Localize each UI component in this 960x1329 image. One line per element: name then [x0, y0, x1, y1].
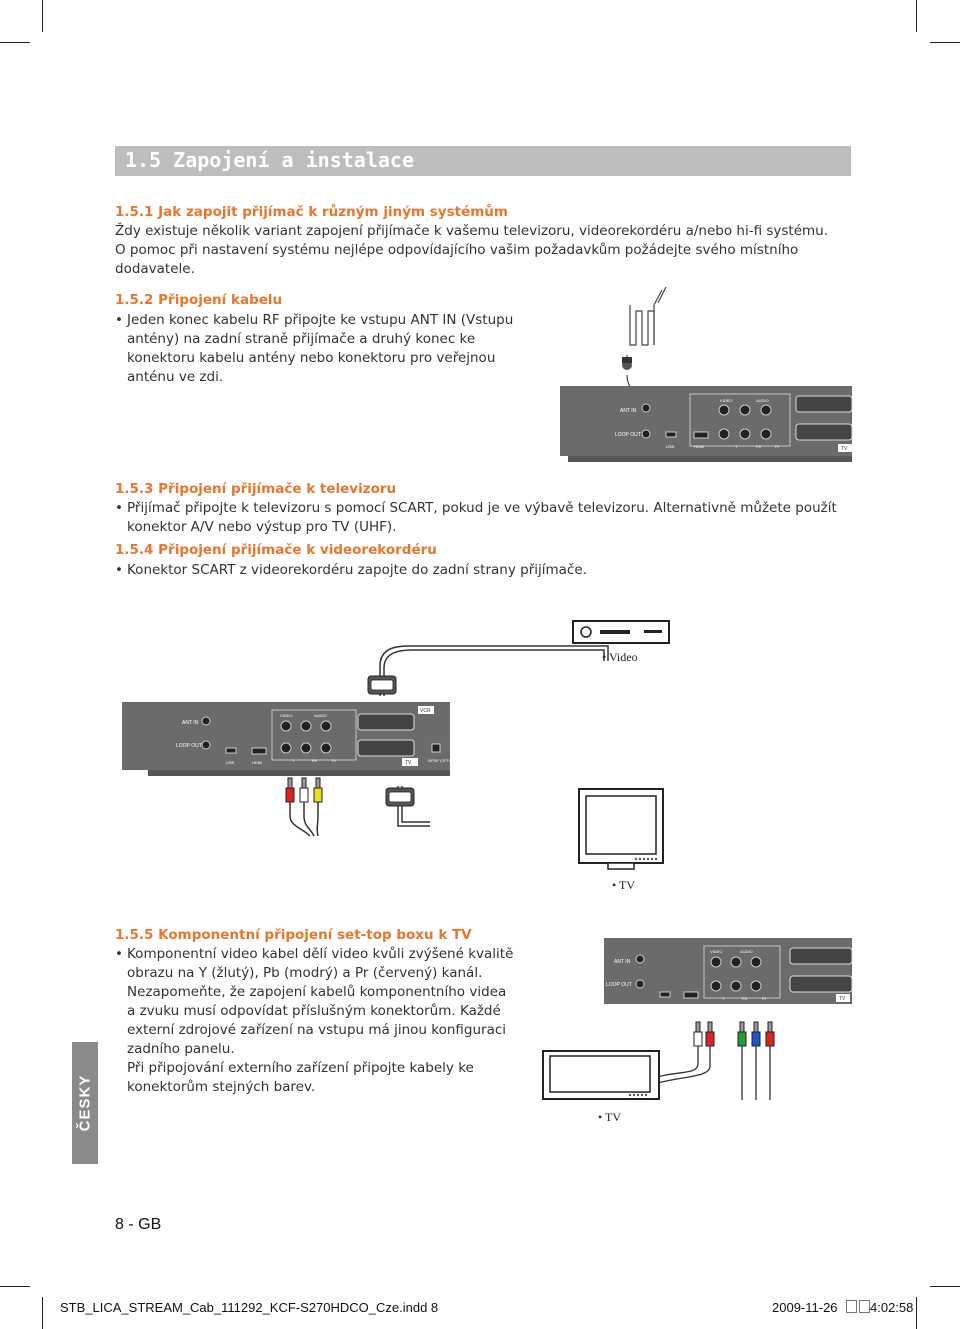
heading-1-5-1: 1.5.1 Jak zapojit přijímač k různým jiný… — [115, 204, 508, 220]
scart-cable-diagram — [367, 645, 609, 827]
bullet-text: Přijímač připojte k televizoru s pomocí … — [127, 500, 837, 516]
pr-label: Pr — [332, 758, 337, 763]
paragraph-line: dodavatele. — [115, 261, 195, 277]
bullet-dot: • — [115, 312, 123, 328]
footer-date: 2009-11-26 — [772, 1300, 838, 1315]
receiver-rear-panel: ANT IN LOOP OUT VIDEO AUDIO Y Pb Pr TV — [604, 938, 853, 1004]
tv-label: TV — [841, 446, 848, 452]
bullet-dot: • — [115, 562, 123, 578]
language-tab: ČESKY — [72, 1042, 98, 1164]
pb-label: Pb — [756, 444, 762, 449]
tv-label: TV — [839, 996, 846, 1002]
video-label: VIDEO — [720, 398, 732, 403]
tv-device-icon — [578, 788, 664, 870]
crop-mark — [0, 1286, 30, 1287]
paragraph-line: Ždy existuje několik variant zapojení př… — [115, 223, 829, 239]
bullet-item: • Komponentní video kabel dělí video kvů… — [115, 945, 514, 964]
tv-device-label: • TV — [612, 878, 635, 892]
y-label: Y — [735, 444, 738, 449]
usb-label: USB — [226, 760, 235, 765]
hdmi-label: HDMI — [694, 444, 704, 449]
ant-in-label: ANT IN — [614, 959, 631, 965]
bullet-item: • Přijímač připojte k televizoru s pomoc… — [115, 499, 837, 518]
section-title: 1.5 Zapojení a instalace — [125, 148, 414, 172]
loop-out-label: LOOP OUT — [606, 982, 632, 988]
tv-label: TV — [405, 760, 412, 766]
bullet-text: Konektor SCART z videorekordéru zapojte … — [127, 562, 587, 578]
heading-1-5-4: 1.5.4 Připojení přijímače k videorekordé… — [115, 542, 437, 558]
hdmi-label: HDMI — [252, 760, 262, 765]
spdif-label: S/PDIF (OPTICAL) — [428, 759, 458, 763]
video-label: VIDEO — [710, 949, 722, 954]
pr-label: Pr — [775, 444, 780, 449]
footer-filename: STB_LICA_STREAM_Cab_111292_KCF-S270HDCO_… — [60, 1300, 439, 1315]
vcr-label: VCR — [420, 708, 431, 714]
page-number: 8 - GB — [115, 1216, 162, 1233]
tv-device-label: • TV — [598, 1110, 621, 1124]
audio-label: AUDIO — [756, 398, 769, 403]
footer-time: 4:02:58 — [870, 1300, 914, 1315]
pb-label: Pb — [742, 996, 748, 1001]
audio-label: AUDIO — [314, 713, 327, 718]
bullet-text: a zvuku musí odpovídat příslušným konekt… — [127, 1003, 501, 1019]
y-label: Y — [292, 758, 295, 763]
video-label: VIDEO — [280, 713, 292, 718]
loop-out-label: LOOP OUT — [176, 743, 202, 749]
pr-label: Pr — [762, 996, 767, 1001]
bullet-text: zadního panelu. — [127, 1041, 235, 1057]
receiver-rear-panel: ANT IN LOOP OUT USB HDMI VIDEO AUDIO Y P… — [122, 702, 458, 776]
bullet-text: konektor A/V nebo výstup pro TV (UHF). — [127, 519, 397, 535]
crop-mark — [930, 42, 960, 43]
heading-1-5-3: 1.5.3 Připojení přijímače k televizoru — [115, 481, 397, 497]
bullet-text: Komponentní video kabel dělí video kvůli… — [127, 946, 514, 962]
bullet-item: • Jeden konec kabelu RF připojte ke vstu… — [115, 311, 514, 330]
section-header: 1.5 Zapojení a instalace — [115, 146, 851, 176]
audio-label: AUDIO — [740, 949, 753, 954]
language-label: ČESKY — [76, 1074, 94, 1132]
rca-cable-diagram — [285, 777, 323, 837]
heading-1-5-2: 1.5.2 Připojení kabelu — [115, 292, 283, 308]
paragraph-line: O pomoc při nastavení systému nejlépe od… — [115, 242, 799, 258]
bullet-text: antény) na zadní straně přijímače a druh… — [127, 331, 476, 347]
bullet-dot: • — [115, 946, 123, 962]
ant-in-label: ANT IN — [182, 720, 199, 726]
loop-out-label: LOOP OUT — [615, 432, 641, 438]
bullet-text: obrazu na Y (žlutý), Pb (modrý) a Pr (če… — [127, 965, 483, 981]
bullet-text: anténu ve zdi. — [127, 369, 224, 385]
bullet-text: konektoru kabelu antény nebo konektoru p… — [127, 350, 496, 366]
bullet-text: Jeden konec kabelu RF připojte ke vstupu… — [127, 312, 514, 328]
vcr-device-icon — [572, 620, 670, 644]
bullet-item: • Konektor SCART z videorekordéru zapojt… — [115, 561, 587, 580]
bullet-text: konektorům stejných barev. — [127, 1079, 316, 1095]
crop-mark — [42, 1297, 43, 1329]
component-cable-diagram — [649, 1021, 775, 1100]
receiver-rear-panel: ANT IN LOOP OUT USB HDMI VIDEO AUDIO Y P… — [560, 386, 853, 462]
crop-mark — [916, 1297, 917, 1329]
heading-1-5-5: 1.5.5 Komponentní připojení set-top boxu… — [115, 927, 472, 943]
usb-label: USB — [666, 444, 675, 449]
bullet-text: Při připojování externího zařízení připo… — [127, 1060, 474, 1076]
y-label: Y — [722, 996, 725, 1001]
bullet-dot: • — [115, 500, 123, 516]
crop-mark — [42, 0, 43, 32]
crop-mark — [916, 0, 917, 32]
footer-glyph — [846, 1300, 870, 1316]
ant-in-label: ANT IN — [620, 408, 637, 414]
crop-mark — [0, 42, 30, 43]
bullet-text: Nezapomeňte, že zapojení kabelů komponen… — [127, 984, 507, 1000]
pb-label: Pb — [312, 758, 318, 763]
video-device-label: • Video — [602, 650, 638, 664]
bullet-text: externí zdrojové zařízení na vstupu má j… — [127, 1022, 507, 1038]
tv-device-icon — [542, 1050, 660, 1100]
crop-mark — [930, 1286, 960, 1287]
